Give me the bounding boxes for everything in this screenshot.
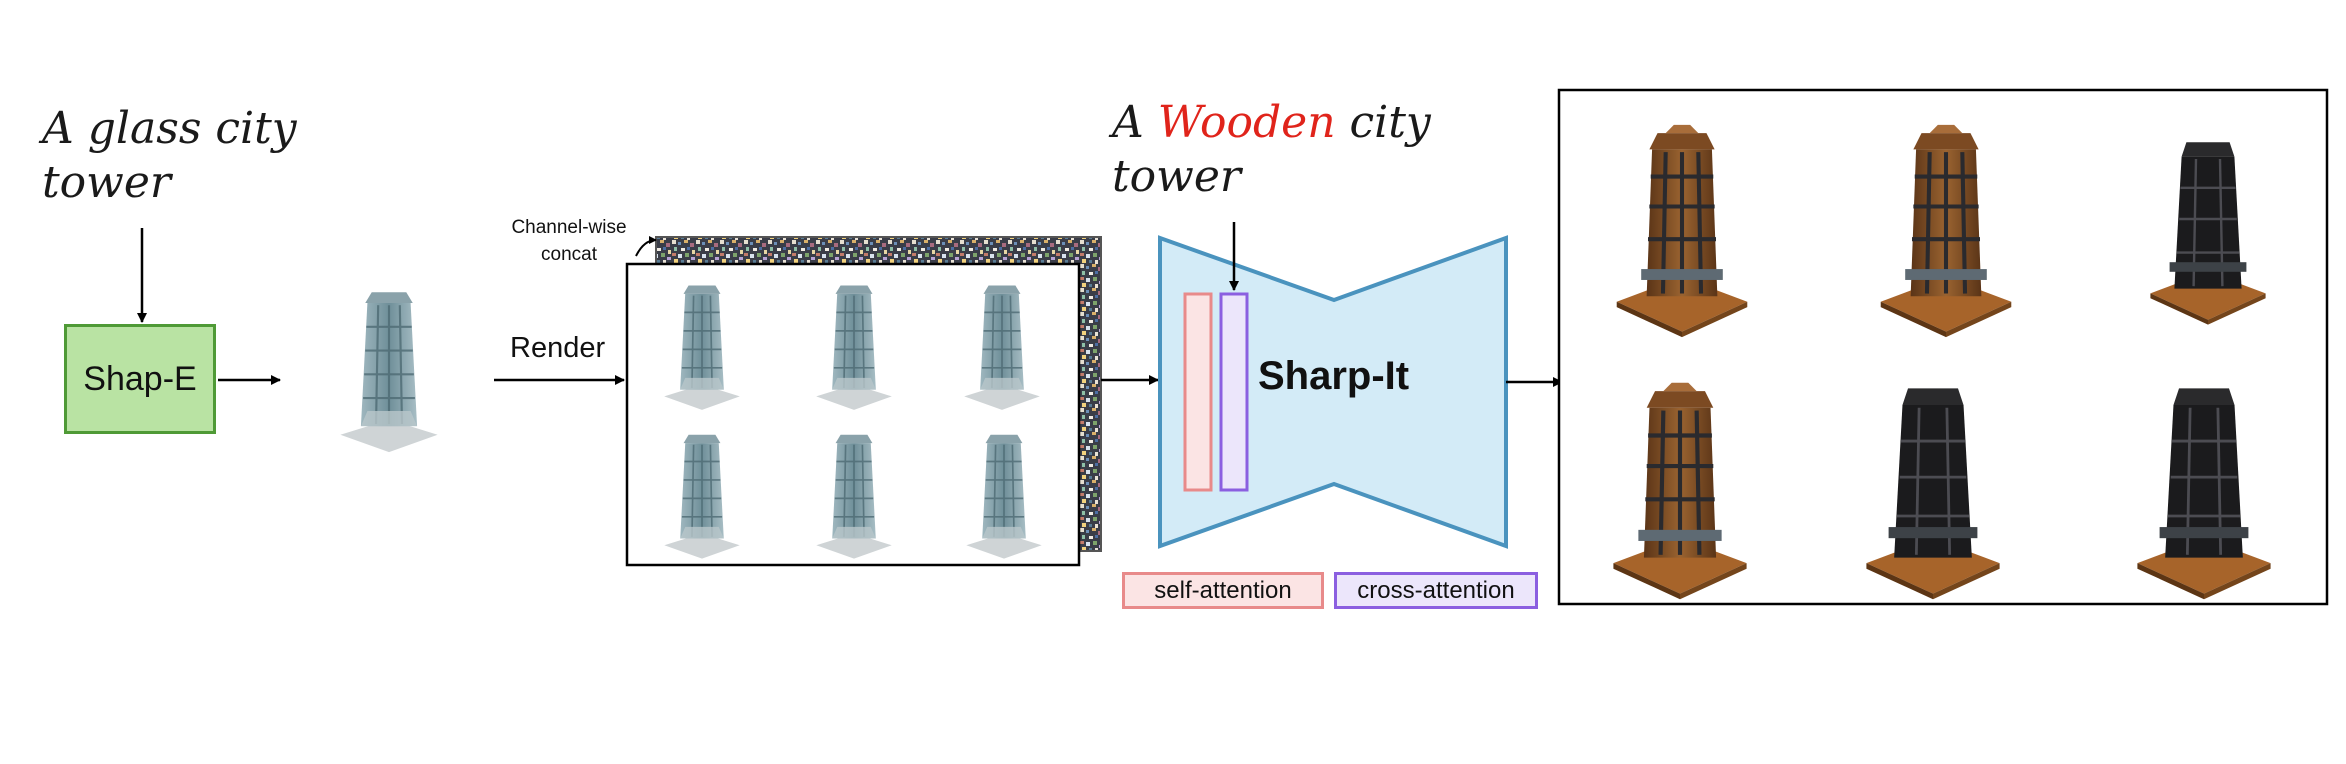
legend-cross-attention: cross-attention: [1334, 572, 1538, 609]
glass-tower-multiview-grid: [625, 262, 1081, 567]
legend-self-attention: self-attention: [1122, 572, 1324, 609]
concat-arrow: [635, 236, 657, 257]
input-prompt-line-2: tower: [42, 157, 171, 208]
target-prompt-suffix: city: [1335, 97, 1431, 148]
channel-concat-label: Channel-wise concat: [502, 214, 636, 268]
glass-tower-icon: [339, 291, 439, 454]
shap-e-block: Shap-E: [64, 324, 216, 434]
input-prompt-line-1: A glass city: [42, 103, 297, 154]
target-prompt: A Wooden city tower: [1112, 96, 1432, 204]
channel-concat-line-2: concat: [541, 244, 597, 265]
input-prompt: A glass city tower: [42, 102, 342, 210]
render-label: Render: [510, 332, 606, 364]
self-attention-block: [1183, 292, 1213, 492]
cross-attention-block: [1219, 292, 1249, 492]
wooden-tower-multiview-grid: [1557, 88, 2329, 606]
channel-concat-line-1: Channel-wise: [511, 217, 627, 238]
sharp-it-label: Sharp-It: [1258, 354, 1410, 398]
target-prompt-prefix: A: [1112, 97, 1158, 148]
target-prompt-line-1: A Wooden city: [1112, 96, 1432, 150]
target-prompt-line-2: tower: [1112, 151, 1241, 202]
target-prompt-highlight: Wooden: [1157, 97, 1336, 148]
